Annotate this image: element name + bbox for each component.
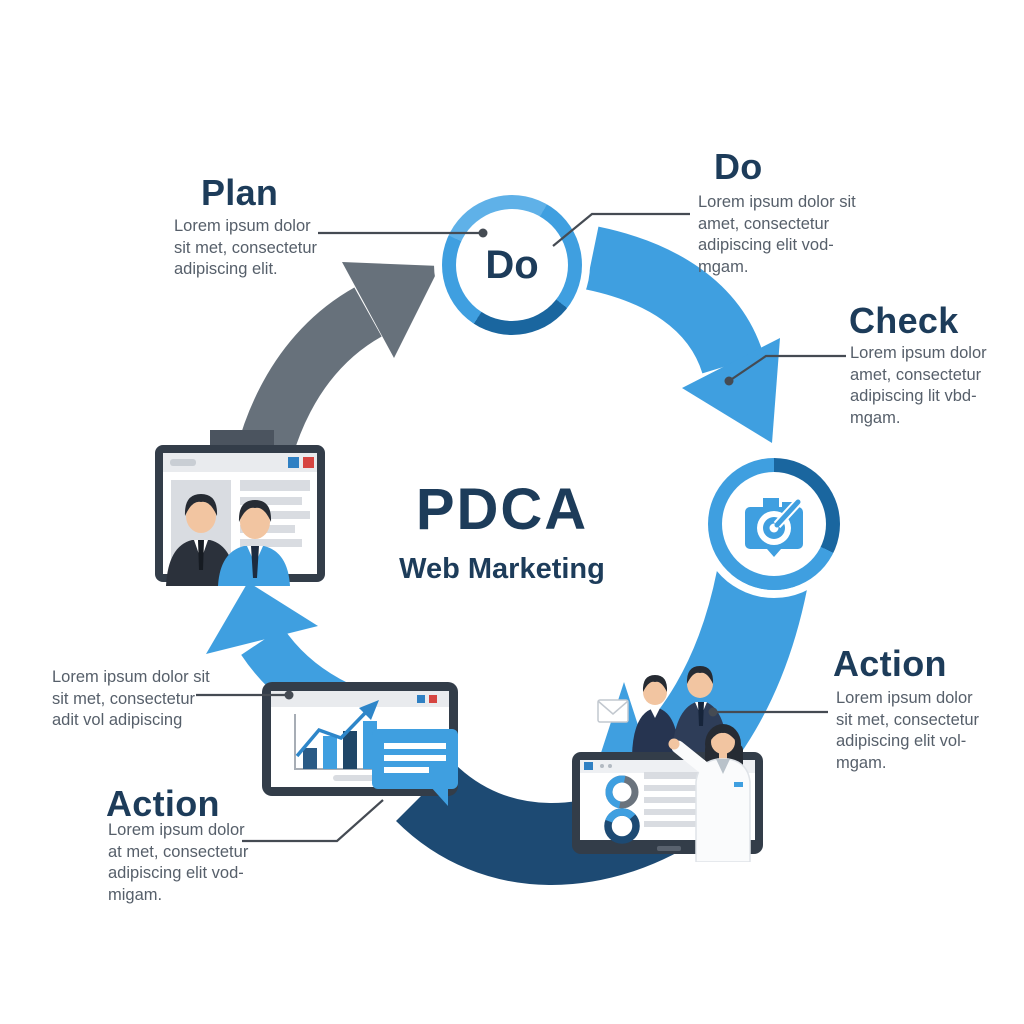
- monitor-button: [657, 846, 681, 851]
- browser-team-icon: [148, 428, 328, 586]
- camera-target-icon: [745, 496, 804, 557]
- check-circle: [708, 458, 840, 590]
- badge: [734, 782, 743, 787]
- trend-arrow-icon: [359, 700, 379, 720]
- toolbar-red-button: [429, 695, 437, 703]
- pdca-subtitle: Web Marketing: [399, 553, 605, 585]
- toolbar-red-button: [303, 457, 314, 468]
- check-callout: Check: [849, 300, 959, 342]
- businessman-figure: [166, 494, 236, 586]
- plan-callout: Plan: [201, 172, 278, 214]
- action-right-heading: Action: [833, 643, 947, 684]
- action-right-callout: Action: [833, 643, 947, 685]
- toolbar-app-icon: [584, 762, 593, 770]
- do-description: Lorem ipsum dolor sit amet, consectetur …: [698, 193, 856, 276]
- action-left-callout: Action: [106, 783, 220, 825]
- caption-placeholder: [333, 775, 381, 781]
- check-connector: [724, 354, 846, 386]
- do-circle-label: Do: [485, 242, 539, 287]
- action-right-description: Lorem ipsum dolor sit met, consectetur a…: [836, 689, 980, 772]
- envelope-icon: [597, 699, 629, 723]
- url-bar: [170, 459, 196, 466]
- note-left-description: Lorem ipsum dolor sit sit met, consectet…: [52, 668, 210, 729]
- check-heading: Check: [849, 300, 959, 341]
- toolbar-blue-button: [288, 457, 299, 468]
- plan-description: Lorem ipsum dolor sit met, consectetur a…: [174, 217, 318, 278]
- do-to-check-arrow: [585, 226, 780, 443]
- pdca-title: PDCA: [415, 477, 589, 542]
- action-left-heading: Action: [106, 783, 220, 824]
- pointing-hand: [668, 738, 680, 750]
- plan-heading: Plan: [201, 172, 279, 213]
- team-presentation-icon: [562, 652, 777, 863]
- toolbar-blue-button: [417, 695, 425, 703]
- center-title: PDCA Web Marketing: [357, 476, 647, 586]
- check-description: Lorem ipsum dolor amet, consectetur adip…: [850, 344, 987, 427]
- analytics-tablet-icon: [255, 676, 465, 811]
- do-heading: Do: [714, 146, 763, 187]
- do-callout: Do: [714, 146, 763, 188]
- action-left-description: Lorem ipsum dolor at met, consectetur ad…: [108, 821, 249, 904]
- do-circle: Do: [442, 195, 582, 335]
